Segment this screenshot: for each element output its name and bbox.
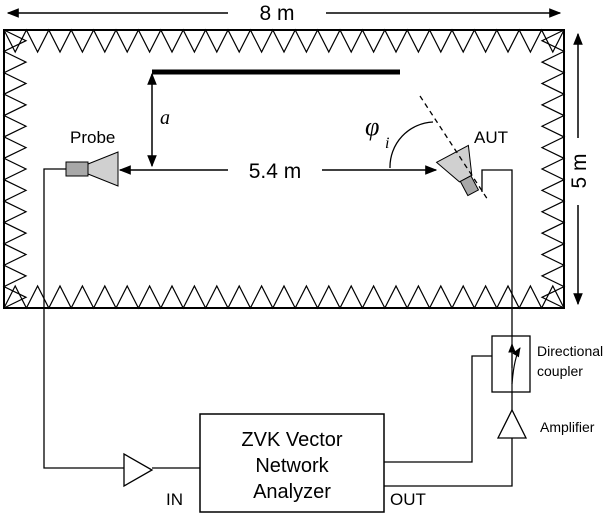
vna-label-line1: ZVK Vector: [241, 429, 342, 451]
distance-label: 5.4 m: [249, 160, 302, 183]
input-amplifier-icon: [123, 452, 154, 488]
vna-box: [199, 413, 385, 513]
probe-antenna: [65, 151, 119, 187]
angle-arc: [389, 121, 434, 169]
height-a-symbol: a: [160, 107, 170, 129]
amplifier-label: Amplifier: [540, 419, 595, 435]
probe-label: Probe: [70, 128, 115, 147]
chamber-wall: [3, 29, 565, 309]
vna-label-line3: Analyzer: [253, 481, 331, 503]
angle-symbol: φ: [365, 112, 379, 141]
coupler-label-line2: coupler: [537, 363, 583, 379]
angle-subscript: i: [385, 135, 389, 152]
width-dimension: 8 m: [6, 2, 562, 25]
absorber-strip: [2, 29, 28, 309]
absorber-strip: [540, 29, 566, 309]
directional-coupler: [491, 335, 531, 393]
height-dimension: 5 m: [568, 32, 591, 306]
vna-label-line2: Network: [255, 455, 329, 477]
aut-axis-dashed: [419, 95, 489, 201]
coupler-label-line1: Directional: [537, 343, 603, 359]
aut-label: AUT: [474, 128, 508, 147]
width-label: 8 m: [259, 2, 294, 25]
aut-antenna: [435, 144, 480, 197]
port-in-label: IN: [166, 490, 183, 509]
rf-absorbers: [2, 28, 566, 310]
height-label: 5 m: [568, 153, 591, 188]
absorber-strip: [3, 28, 565, 54]
absorber-strip: [3, 284, 565, 310]
port-out-label: OUT: [390, 490, 426, 509]
cables: [43, 168, 513, 487]
amplifier-icon: [496, 408, 528, 439]
